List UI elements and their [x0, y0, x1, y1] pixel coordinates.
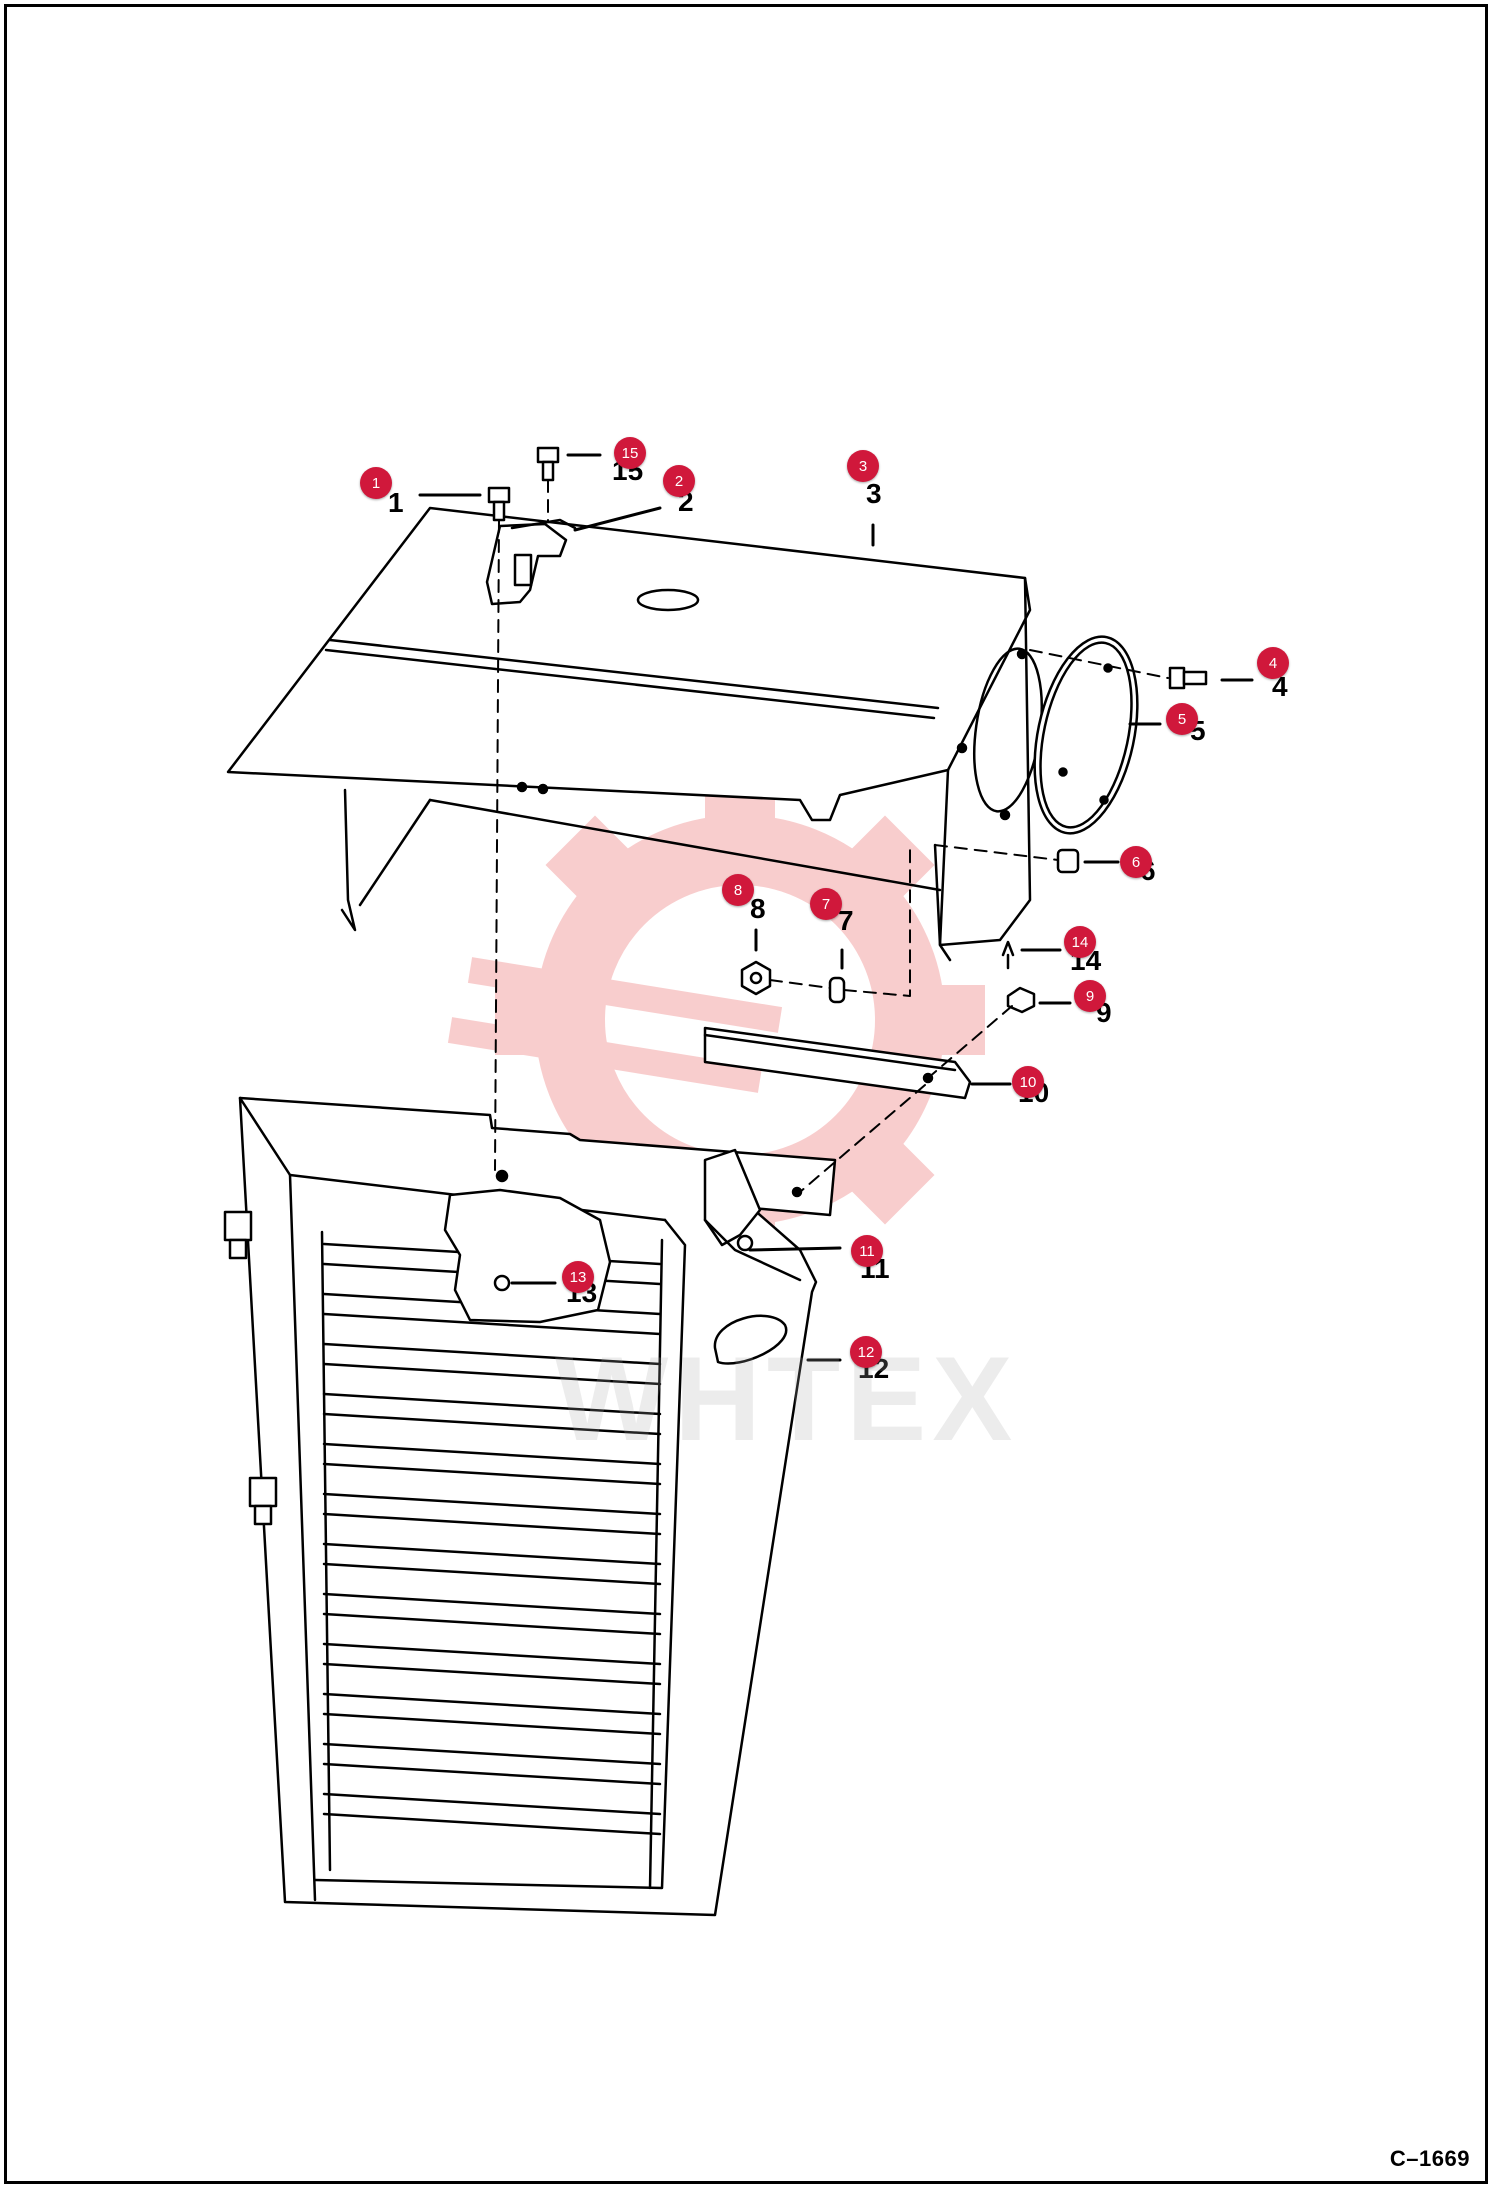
part-label-8: 8 [750, 893, 766, 924]
callout-part-15[interactable]: 15 [614, 437, 646, 469]
grille-frame [223, 1096, 837, 1917]
leader-lines [418, 453, 1254, 1362]
bolt-9 [1006, 986, 1036, 1014]
callout-part-12[interactable]: 12 [850, 1336, 882, 1368]
bolt-4 [1168, 666, 1208, 690]
callout-part-10[interactable]: 10 [1012, 1066, 1044, 1098]
drawing-code: C–1669 [1389, 2146, 1470, 2171]
callout-part-8[interactable]: 8 [722, 874, 754, 906]
support-bar [703, 1026, 972, 1100]
callout-part-7[interactable]: 7 [810, 888, 842, 920]
part-label-1: 1 [388, 487, 404, 518]
part-label-7: 7 [838, 905, 854, 936]
callout-part-5[interactable]: 5 [1166, 703, 1198, 735]
nut-8 [740, 960, 772, 996]
callout-part-13[interactable]: 13 [562, 1261, 594, 1293]
latch [485, 518, 577, 606]
watermark-text: WHTEX [555, 1332, 1019, 1466]
spacer-6 [1056, 848, 1080, 874]
callout-part-3[interactable]: 3 [847, 450, 879, 482]
alignment-lines [494, 479, 1169, 1193]
spacer-7 [828, 976, 846, 1004]
round-cover [1033, 635, 1139, 835]
top-panel [226, 506, 1043, 962]
callout-part-1[interactable]: 1 [360, 467, 392, 499]
part-label-3: 3 [866, 478, 882, 509]
part-label-4: 4 [1272, 671, 1288, 702]
callout-part-14[interactable]: 14 [1064, 926, 1096, 958]
callout-part-9[interactable]: 9 [1074, 980, 1106, 1012]
drawing-frame [4, 4, 1488, 2184]
callout-part-6[interactable]: 6 [1120, 846, 1152, 878]
callout-part-11[interactable]: 11 [851, 1235, 883, 1267]
bolt-15 [536, 446, 560, 482]
bolt-1 [487, 486, 511, 522]
callout-part-4[interactable]: 4 [1257, 647, 1289, 679]
callout-part-2[interactable]: 2 [663, 465, 695, 497]
pin-14 [1001, 940, 1015, 970]
